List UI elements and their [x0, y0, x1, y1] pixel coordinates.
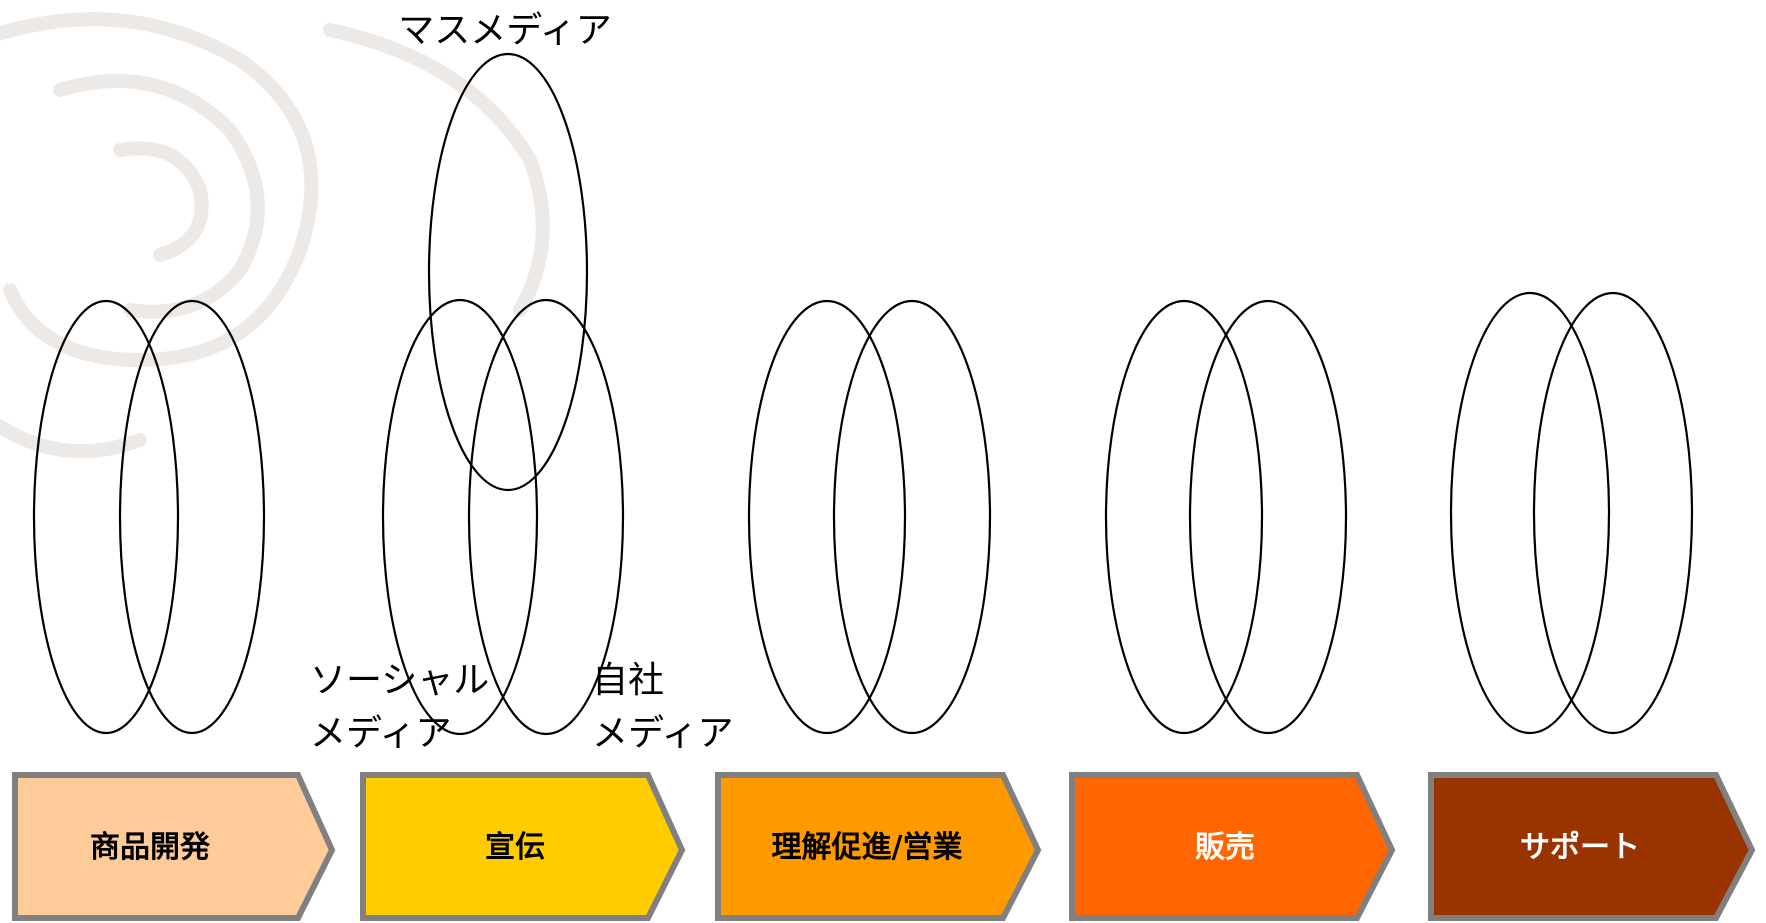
ellipse-left [747, 299, 907, 735]
stage-sales: 販売 [1069, 772, 1396, 921]
ellipse-right [1188, 299, 1348, 735]
stage-support: サポート [1428, 772, 1756, 921]
ellipse-left [1449, 291, 1611, 735]
ellipse-left [1104, 299, 1264, 735]
stage-promotion: 宣伝 [360, 772, 686, 921]
social-media-label-line1: ソーシャル [310, 660, 489, 701]
social-media-label-line2: メディア [310, 713, 451, 754]
stage-label: 宣伝 [485, 830, 545, 865]
ellipse-pair-support [1449, 291, 1694, 735]
ellipse-right [1532, 291, 1694, 735]
stage-arrow [360, 772, 686, 921]
ellipse-pair-sales [1104, 299, 1348, 735]
stage-product-development: 商品開発 [12, 772, 336, 921]
ellipse-left [32, 299, 180, 735]
watermark-swirl [0, 12, 550, 459]
stage-arrow [715, 772, 1042, 921]
process-flow: 商品開発 宣伝 理解促進/営業 販売 サポート [12, 772, 1756, 921]
owned-media-label-line2: メディア [592, 713, 733, 754]
stage-arrow [1428, 772, 1756, 921]
owned-media-label-line1: 自社 [592, 660, 664, 701]
stage-arrow [12, 772, 336, 921]
stage-label: 商品開発 [90, 830, 211, 865]
ellipse-group-promotion [381, 52, 625, 736]
stage-label: サポート [1520, 830, 1640, 865]
mass-media-label: マスメディア [398, 10, 611, 51]
stage-arrow [1069, 772, 1396, 921]
stage-understanding-sales: 理解促進/営業 [715, 772, 1042, 921]
stage-label: 理解促進/営業 [772, 830, 963, 865]
ellipse-right [118, 299, 266, 735]
ellipse-mass-media [427, 52, 589, 492]
ellipse-right [832, 299, 992, 735]
ellipse-owned-media [467, 298, 625, 736]
stage-label: 販売 [1195, 830, 1255, 865]
ellipse-pair-product-development [32, 299, 266, 735]
ellipse-social-media [381, 298, 539, 736]
ellipse-pair-understanding-sales [747, 299, 992, 735]
